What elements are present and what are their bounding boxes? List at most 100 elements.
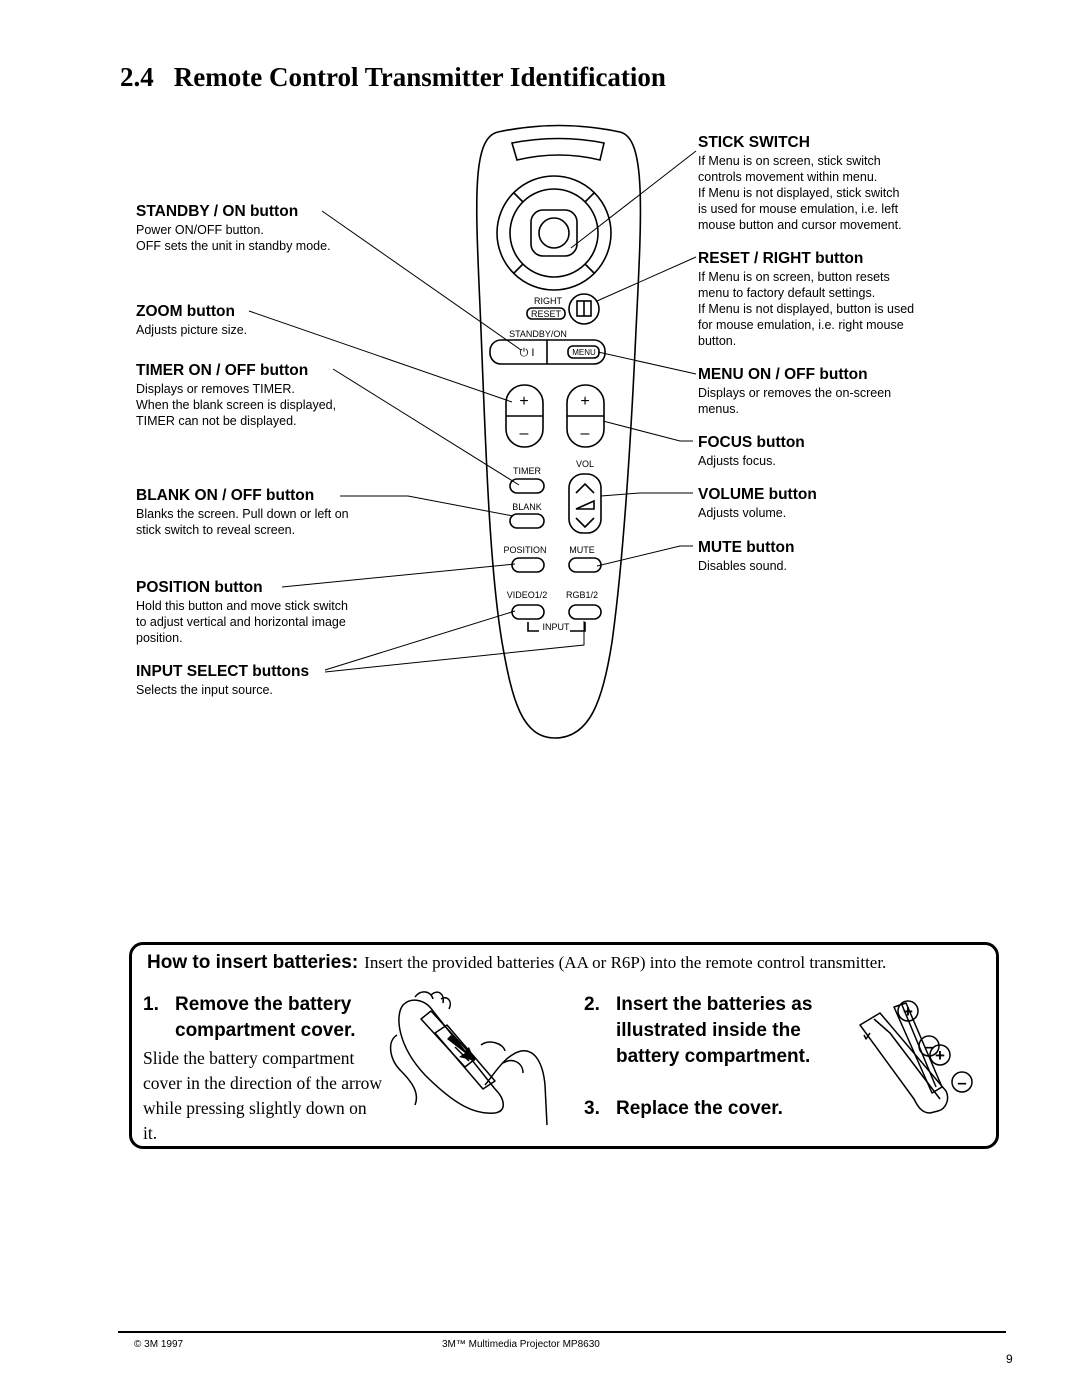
insert-batteries-illustration: + – + – (859, 1000, 973, 1114)
leader-standby (321, 210, 522, 351)
callout-desc: Power ON/OFF button. OFF sets the unit i… (136, 223, 331, 253)
remove-cover-illustration (389, 991, 548, 1126)
step-1-heading: 1.Remove the battery compartment cover. (143, 992, 356, 1044)
leader-zoom (248, 310, 513, 403)
battery-heading: How to insert batteries: Insert the provi… (147, 952, 886, 974)
callout-desc: Displays or removes TIMER. When the blan… (136, 382, 337, 428)
plus-symbol: + (935, 1046, 945, 1065)
callout-input-select: INPUT SELECT buttons Selects the input s… (136, 662, 309, 698)
callout-title: STICK SWITCH (698, 134, 810, 151)
focus-plus: + (580, 393, 589, 410)
step-1-description: Slide the battery compartment cover in t… (143, 1048, 383, 1143)
leader-volume (600, 492, 693, 497)
minus-symbol: – (924, 1037, 933, 1056)
callout-timer: TIMER ON / OFF button Displays or remove… (136, 361, 336, 429)
footer-product: 3M™ Multimedia Projector MP8630 (442, 1339, 600, 1350)
battery-instructions-box (129, 942, 999, 1149)
callout-reset: RESET / RIGHT button If Menu is on scree… (698, 249, 914, 349)
callout-desc: If Menu is on screen, stick switch contr… (698, 154, 902, 232)
callout-title: RESET / RIGHT button (698, 250, 864, 267)
callout-desc: Displays or removes the on-screen menus. (698, 386, 892, 416)
step-line: illustrated inside the (616, 1020, 801, 1041)
stick-switch (530, 209, 578, 257)
leader-input-1 (324, 610, 516, 671)
callout-desc: Adjusts picture size. (136, 323, 248, 337)
mute-label: MUTE (569, 545, 595, 555)
position-label: POSITION (503, 545, 546, 555)
battery-minus-icon (951, 1071, 973, 1093)
callout-desc: Blanks the screen. Pull down or left on … (136, 507, 349, 537)
step-number: 2. (584, 994, 600, 1015)
callout-desc: Hold this button and move stick switch t… (136, 599, 348, 645)
zoom-plus: + (519, 393, 528, 410)
right-label: RIGHT (534, 296, 563, 306)
leader-mute (596, 545, 693, 567)
slide-arrow-icon (447, 1035, 475, 1061)
callout-volume: VOLUME button Adjusts volume. (698, 485, 817, 521)
battery-intro: Insert the provided batteries (AA or R6P… (364, 953, 887, 972)
leader-position (281, 563, 516, 588)
rgb-button-shape (568, 604, 602, 620)
callout-focus: FOCUS button Adjusts focus. (698, 433, 805, 469)
battery-plus-icon (929, 1044, 951, 1066)
footer-rule (118, 1331, 1006, 1333)
page-title: 2.4 Remote Control Transmitter Identifica… (120, 62, 666, 93)
step-number: 3. (584, 1098, 600, 1119)
callout-position: POSITION button Hold this button and mov… (136, 578, 348, 646)
step-line: Remove the battery (175, 994, 352, 1015)
minus-symbol: – (957, 1073, 966, 1092)
callout-menu: MENU ON / OFF button Displays or removes… (698, 365, 891, 417)
footer-copyright: © 3M 1997 (134, 1339, 184, 1350)
callout-title: BLANK ON / OFF button (136, 487, 315, 504)
leader-menu (597, 351, 697, 375)
battery-label: How to insert batteries: (147, 952, 359, 973)
zoom-minus: – (520, 425, 529, 442)
step-number: 1. (143, 994, 159, 1015)
callout-desc: Selects the input source. (136, 683, 273, 697)
callout-desc: Adjusts focus. (698, 454, 776, 468)
step-line: battery compartment. (616, 1046, 811, 1067)
plus-symbol: + (903, 1002, 913, 1021)
callout-desc: Disables sound. (698, 559, 787, 573)
leader-input-2 (324, 621, 585, 673)
menu-label: MENU (572, 348, 596, 357)
callout-mute: MUTE button Disables sound. (698, 538, 794, 574)
focus-minus: – (581, 425, 590, 442)
callout-title: TIMER ON / OFF button (136, 362, 309, 379)
timer-label: TIMER (513, 466, 541, 476)
mute-button-shape (568, 557, 602, 573)
battery-minus-icon (918, 1035, 940, 1057)
ir-window (510, 137, 605, 161)
leader-timer (332, 368, 520, 486)
section-title: Remote Control Transmitter Identificatio… (173, 62, 666, 92)
callout-title: VOLUME button (698, 486, 817, 503)
video-button-shape (511, 604, 545, 620)
blank-label: BLANK (512, 502, 542, 512)
callout-title: ZOOM button (136, 303, 235, 320)
input-label: INPUT (543, 622, 571, 632)
leader-focus (602, 420, 693, 442)
callout-blank: BLANK ON / OFF button Blanks the screen.… (136, 486, 349, 538)
vol-label: VOL (576, 459, 594, 469)
video-label: VIDEO1/2 (507, 590, 548, 600)
callout-stick-switch: STICK SWITCH If Menu is on screen, stick… (698, 133, 902, 233)
stick-switch-center (538, 217, 570, 249)
standby-label: STANDBY/ON (509, 329, 567, 339)
rgb-label: RGB1/2 (566, 590, 598, 600)
callout-title: POSITION button (136, 579, 263, 596)
callout-title: INPUT SELECT buttons (136, 663, 310, 680)
battery-plus-icon (897, 1000, 919, 1022)
stick-ring-outer (496, 175, 612, 291)
stick-ring-inner (509, 188, 599, 278)
callout-title: MENU ON / OFF button (698, 366, 868, 383)
reset-label: RESET (531, 309, 562, 319)
callout-desc: If Menu is on screen, button resets menu… (698, 270, 915, 348)
leader-stick (570, 150, 697, 249)
section-number: 2.4 (120, 62, 154, 92)
step-3-heading: 3.Replace the cover. (584, 1096, 783, 1122)
position-button-shape (511, 557, 545, 573)
power-symbol: ⏻ I (520, 347, 535, 359)
reset-button-shape (568, 293, 600, 325)
blank-button-shape (509, 513, 545, 529)
step-2-heading: 2.Insert the batteries as illustrated in… (584, 992, 812, 1070)
